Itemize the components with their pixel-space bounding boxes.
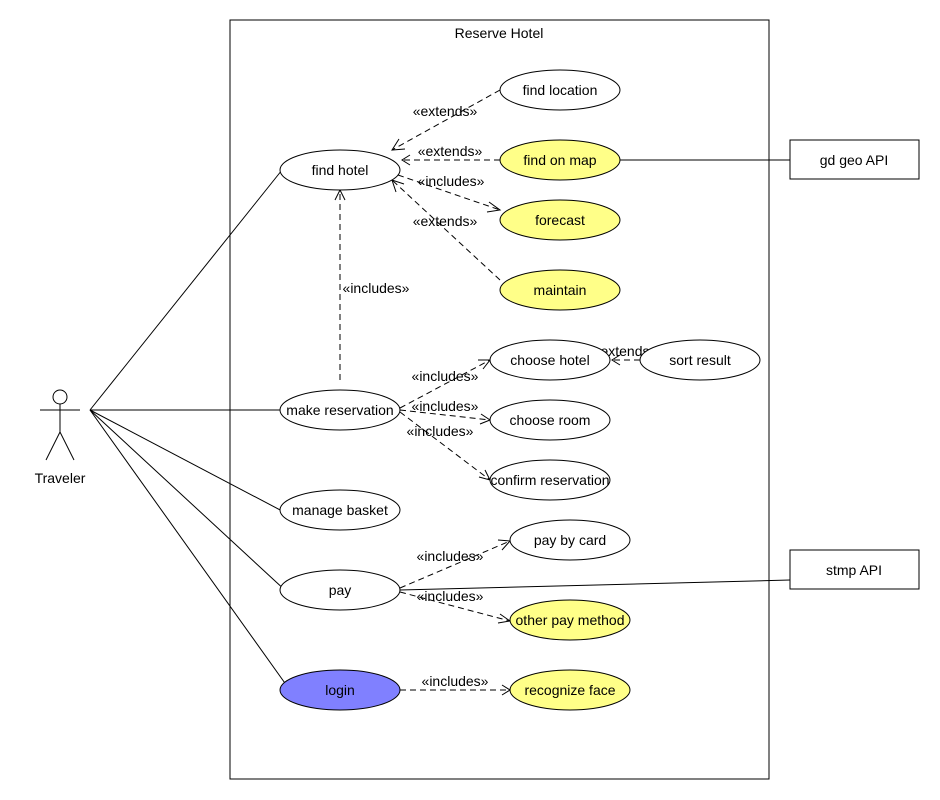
use-case-pay-label: pay <box>329 582 352 598</box>
use-case-maintain-label: maintain <box>534 282 587 298</box>
label-includes-recognize-face: «includes» <box>422 673 489 689</box>
use-case-choose-room <box>489 399 611 441</box>
actor-traveler <box>40 389 80 461</box>
use-case-maintain <box>499 269 621 311</box>
use-case-find-hotel-label: find hotel <box>312 162 369 178</box>
use-case-login-label: login <box>325 682 355 698</box>
use-case-make-reservation-label: make reservation <box>286 402 393 418</box>
use-case-find-hotel <box>279 149 401 191</box>
external-system-smtp <box>789 549 920 590</box>
use-case-forecast <box>499 199 621 241</box>
use-case-pay-by-card-label: pay by card <box>534 532 606 548</box>
label-includes-choose-hotel: «includes» <box>412 368 479 384</box>
use-case-recognize-face <box>509 669 631 711</box>
use-case-make-reservation <box>279 389 401 431</box>
system-title: Reserve Hotel <box>455 25 544 41</box>
use-case-recognize-face-label: recognize face <box>524 682 615 698</box>
actor-associations <box>89 169 288 687</box>
external-system-geo <box>789 139 920 180</box>
use-case-manage-basket <box>279 489 401 531</box>
label-includes-other-pay-method: «includes» <box>417 588 484 604</box>
use-case-manage-basket-label: manage basket <box>292 502 388 518</box>
use-case-confirm-reservation <box>489 459 611 501</box>
label-extends-find-location: «extends» <box>413 103 478 119</box>
association-pay-smtp <box>399 579 791 591</box>
use-case-find-on-map-label: find on map <box>523 152 596 168</box>
label-includes-confirm-reservation: «includes» <box>407 423 474 439</box>
use-case-other-pay-method <box>509 599 631 641</box>
label-includes-find-hotel: «includes» <box>343 280 410 296</box>
external-system-smtp-label: stmp API <box>826 562 882 578</box>
label-extends-maintain: «extends» <box>413 213 478 229</box>
use-case-forecast-label: forecast <box>535 212 585 228</box>
label-extends-find-on-map: «extends» <box>418 143 483 159</box>
label-includes-choose-room: «includes» <box>412 398 479 414</box>
use-case-pay-by-card <box>509 519 631 561</box>
use-case-sort-result-label: sort result <box>669 352 731 368</box>
use-case-other-pay-method-label: other pay method <box>516 612 625 628</box>
use-case-login <box>279 669 401 711</box>
use-case-find-location <box>499 69 621 111</box>
use-case-sort-result <box>639 339 761 381</box>
label-includes-forecast: «includes» <box>418 173 485 189</box>
use-case-choose-hotel <box>489 339 611 381</box>
use-case-confirm-reservation-label: confirm reservation <box>490 472 609 488</box>
external-system-geo-label: gd geo API <box>820 152 889 168</box>
label-includes-pay-by-card: «includes» <box>417 548 484 564</box>
use-case-pay <box>279 569 401 611</box>
use-case-choose-hotel-label: choose hotel <box>510 352 589 368</box>
use-case-find-location-label: find location <box>523 82 598 98</box>
use-case-choose-room-label: choose room <box>510 412 591 428</box>
actor-label: Traveler <box>35 470 86 486</box>
use-case-find-on-map <box>499 139 621 181</box>
